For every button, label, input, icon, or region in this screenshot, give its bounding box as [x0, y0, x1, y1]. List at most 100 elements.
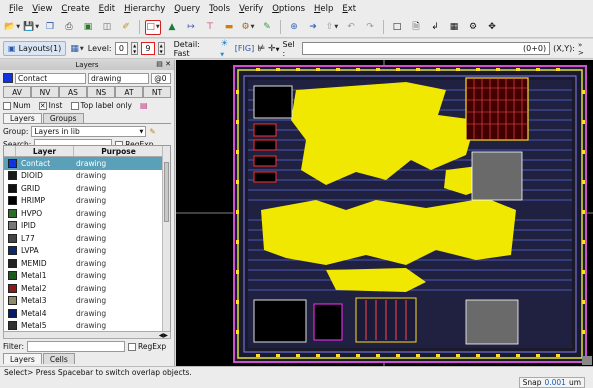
- layer-swatch[interactable]: [8, 308, 17, 318]
- as-button[interactable]: AS: [59, 86, 87, 98]
- gear-icon[interactable]: ⚙: [468, 22, 478, 32]
- level-from-input[interactable]: 0: [114, 42, 129, 55]
- fig-dropdown[interactable]: [FIG]: [234, 44, 255, 53]
- save-icon[interactable]: 💾▼: [22, 22, 40, 32]
- highlighter-icon[interactable]: ✐: [122, 22, 130, 32]
- layer-swatch[interactable]: [8, 221, 17, 231]
- select-rect-icon[interactable]: □▼: [145, 19, 161, 35]
- horizontal-scrollbar[interactable]: ◀▶: [3, 331, 171, 339]
- palette-icon[interactable]: ▤: [139, 101, 148, 110]
- layer-swatch[interactable]: [8, 208, 17, 218]
- level-from-stepper[interactable]: ▲▼: [131, 42, 139, 55]
- coordinate-field[interactable]: (0+0): [302, 42, 551, 55]
- header-layer[interactable]: Layer: [16, 146, 74, 156]
- num-checkbox[interactable]: [3, 102, 11, 110]
- layer-swatch[interactable]: [8, 271, 17, 281]
- paint-icon[interactable]: ⚙▼: [241, 22, 255, 32]
- inst-option[interactable]: ✕Inst: [38, 101, 63, 110]
- menu-file[interactable]: File: [9, 3, 24, 14]
- av-button[interactable]: AV: [3, 86, 31, 98]
- tab-cells[interactable]: Cells: [42, 353, 75, 364]
- open-folder-icon[interactable]: 📂▼: [3, 22, 21, 32]
- num-option[interactable]: Num: [3, 101, 31, 110]
- layer-swatch[interactable]: [8, 283, 17, 293]
- menu-tools[interactable]: Tools: [209, 3, 231, 14]
- current-purpose-field[interactable]: drawing: [88, 72, 150, 84]
- zoom-fit-icon[interactable]: ⊕: [290, 22, 298, 32]
- sun-icon[interactable]: ☀▼: [220, 38, 229, 58]
- redo-icon[interactable]: ↷: [366, 22, 374, 32]
- layer-swatch[interactable]: [8, 296, 17, 306]
- path-icon[interactable]: ↲: [431, 22, 439, 32]
- nt-button[interactable]: NT: [143, 86, 171, 98]
- layer-swatch[interactable]: [8, 171, 17, 181]
- menu-create[interactable]: Create: [61, 3, 90, 14]
- scrollbar-thumb[interactable]: [164, 162, 169, 222]
- at-button[interactable]: AT: [115, 86, 143, 98]
- layer-swatch[interactable]: [8, 258, 17, 268]
- crosshair-icon[interactable]: ✛▼: [268, 43, 280, 54]
- scroll-arrows-icon[interactable]: ◀▶: [158, 332, 168, 339]
- tab-layers[interactable]: Layers: [3, 113, 42, 123]
- layer-swatch[interactable]: [8, 246, 17, 256]
- top-label-checkbox[interactable]: [70, 102, 79, 110]
- pan-icon[interactable]: ✥: [488, 22, 496, 32]
- menu-options[interactable]: Options: [272, 3, 305, 14]
- screenshot-icon[interactable]: ▣: [83, 22, 93, 32]
- copy-icon[interactable]: ❐: [45, 22, 55, 32]
- ns-button[interactable]: NS: [87, 86, 115, 98]
- menu-edit[interactable]: Edit: [98, 3, 116, 14]
- snap-value[interactable]: 0.001: [544, 378, 566, 387]
- panel-float-close-icon[interactable]: ▤ ✕: [156, 60, 171, 68]
- export-icon[interactable]: ◫: [102, 22, 112, 32]
- current-layer-field[interactable]: Contact: [15, 72, 87, 84]
- menu-ext[interactable]: Ext: [342, 3, 357, 14]
- menu-query[interactable]: Query: [174, 3, 201, 14]
- wire-icon[interactable]: ▬: [224, 22, 234, 32]
- grid-icon[interactable]: ▦: [449, 22, 459, 32]
- menu-view[interactable]: View: [32, 3, 53, 14]
- print-icon[interactable]: ⎙: [65, 22, 73, 32]
- tab-layers-bottom[interactable]: Layers: [3, 353, 42, 364]
- menu-help[interactable]: Help: [314, 3, 334, 14]
- layer-swatch[interactable]: [8, 183, 17, 193]
- pin-icon[interactable]: ▲: [168, 22, 176, 32]
- filter-icon[interactable]: ⊭: [257, 43, 266, 54]
- filter-regexp-checkbox[interactable]: [127, 343, 136, 351]
- document-icon[interactable]: 🗎: [412, 22, 420, 32]
- new-layout-icon[interactable]: ▦▼: [70, 43, 84, 54]
- pen-icon[interactable]: ✎: [263, 22, 271, 32]
- detail-dropdown[interactable]: Detail: Fast: [173, 39, 200, 58]
- edit-pencil-icon[interactable]: ✎: [149, 127, 156, 136]
- layouts-tab[interactable]: ▣ Layouts(1): [3, 41, 67, 56]
- layer-swatch[interactable]: [8, 233, 17, 243]
- layer-swatch[interactable]: [8, 321, 17, 331]
- header-purpose[interactable]: Purpose: [74, 146, 164, 156]
- toolbar-overflow-button[interactable]: » >: [578, 40, 584, 57]
- menu-hierarchy[interactable]: Hierarchy: [124, 3, 166, 14]
- filter-input[interactable]: [26, 341, 125, 352]
- level-to-stepper[interactable]: ▲▼: [157, 42, 165, 55]
- inst-checkbox[interactable]: ✕: [38, 102, 47, 110]
- group-select[interactable]: Layers in lib ▼: [31, 126, 147, 137]
- box-icon[interactable]: □: [392, 22, 402, 32]
- filter-regexp-option[interactable]: RegExp: [127, 342, 166, 351]
- snap-control[interactable]: Snap 0.001 um: [518, 377, 585, 388]
- layer-swatch[interactable]: [8, 158, 17, 168]
- up-arrow-icon[interactable]: ⇧▼: [325, 22, 339, 32]
- top-label-option[interactable]: Top label only: [70, 101, 132, 110]
- tab-groups[interactable]: Groups: [42, 113, 84, 123]
